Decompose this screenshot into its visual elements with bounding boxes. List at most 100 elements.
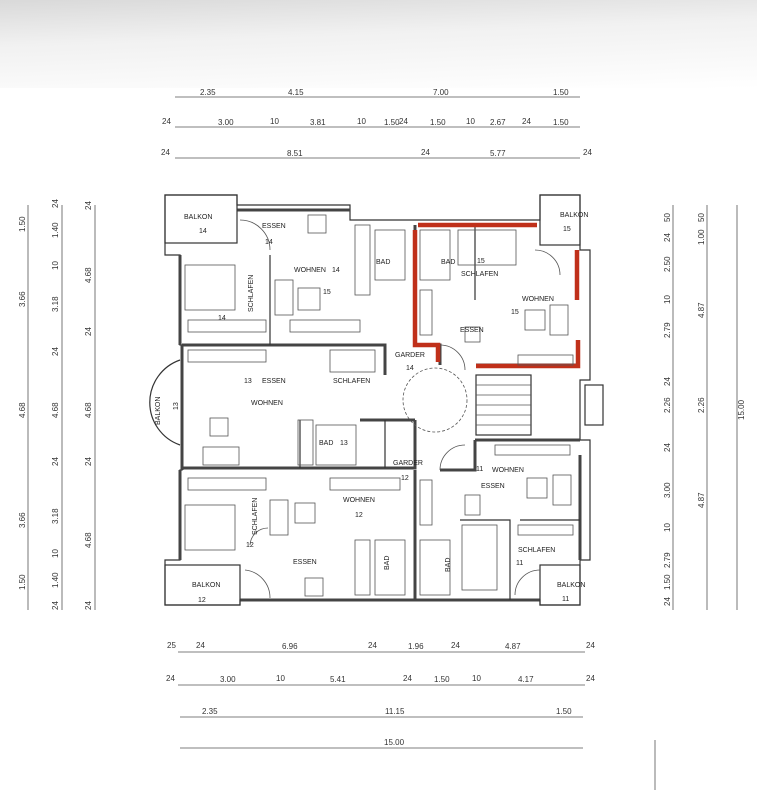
room-label-schlafen-13: SCHLAFEN [333,378,370,385]
room-label-balkon-13: BALKON [155,397,162,425]
room-labels: BALKON 14 ESSEN 14 WOHNEN 14 15 SCHLAFEN… [155,212,588,604]
dim-label: 24 [451,641,460,650]
dim-label: 3.66 [18,512,27,528]
dim-label: 4.68 [84,402,93,418]
room-label-bad-13: BAD [319,440,333,447]
unit-number: 15 [563,226,571,233]
dim-label: 4.17 [518,675,534,684]
room-label-essen-15: ESSEN [460,327,484,334]
dim-label: 1.00 [697,229,706,245]
dim-label: 3.18 [51,296,60,312]
dim-label: 10 [472,674,481,683]
dim-label: 24 [368,641,377,650]
dim-label: 24 [51,347,60,356]
dim-label: 2.67 [490,118,506,127]
dim-label: 24 [161,148,170,157]
dim-label: 24 [166,674,175,683]
dim-label: 1.50 [18,216,27,232]
dim-label: 1.50 [553,88,569,97]
dim-label: 24 [51,199,60,208]
unit-number: 14 [406,365,414,372]
unit-number: 12 [246,542,254,549]
unit-number: 11 [562,596,569,603]
unit-number: 13 [173,402,180,410]
dim-label: 2.35 [200,88,216,97]
unit-number: 15 [477,258,485,265]
dim-label: 24 [84,201,93,210]
dim-label: 10 [270,117,279,126]
dim-label: 25 [167,641,176,650]
unit-number: 13 [244,378,252,385]
dim-label: 24 [84,601,93,610]
dim-label: 11.15 [385,707,405,716]
room-label-wohnen-14: WOHNEN [294,267,326,274]
dim-label: 2.26 [663,397,672,413]
dim-label: 10 [663,523,672,532]
room-label-wohnen-13: WOHNEN [251,400,283,407]
dim-label: 15.00 [384,738,405,747]
dim-label: 3.18 [51,508,60,524]
dim-label: 24 [663,443,672,452]
dim-label: 24 [586,674,595,683]
dim-label: 24 [403,674,412,683]
room-label-essen-14: ESSEN [262,223,286,230]
dim-label: 24 [399,117,408,126]
room-label-garder-14: GARDER [395,352,425,359]
dim-label: 10 [276,674,285,683]
dim-label: 4.87 [697,302,706,318]
dim-label: 2.26 [697,397,706,413]
unit-number: 15 [511,309,519,316]
dim-label: 4.68 [84,267,93,283]
dim-label: 4.15 [288,88,304,97]
dim-label: 1.40 [51,222,60,238]
dim-label: 2.79 [663,322,672,338]
dim-label: 6.96 [282,642,298,651]
dim-label: 1.50 [18,574,27,590]
dim-label: 24 [84,327,93,336]
dim-label: 4.68 [18,402,27,418]
bottom-dimensions: 25 24 6.96 24 1.96 24 4.87 24 24 3.00 10… [166,641,595,747]
room-label-bad-15: BAD [441,259,455,266]
dim-label: 24 [196,641,205,650]
unit-number: 14 [218,315,226,322]
dim-label: 24 [421,148,430,157]
dim-label: 50 [697,213,706,222]
dim-label: 1.50 [553,118,569,127]
room-label-essen-11: ESSEN [481,483,505,490]
dim-label: 2.50 [663,256,672,272]
dim-label: 24 [51,457,60,466]
dim-label: 24 [162,117,171,126]
room-label-wohnen-11: WOHNEN [492,467,524,474]
room-label-bad-12: BAD [384,556,391,570]
unit-number: 13 [340,440,348,447]
dim-label: 7.00 [433,88,449,97]
room-label-wohnen-15: WOHNEN [522,296,554,303]
right-dimensions: 50 24 2.50 10 2.79 24 2.26 24 3.00 10 2.… [663,213,746,606]
room-label-bad-11: BAD [445,558,452,572]
room-label-balkon-12: BALKON [192,582,220,589]
unit-number: 12 [401,475,409,482]
dim-label: 1.50 [434,675,450,684]
room-label-bad-14: BAD [376,259,390,266]
dim-label: 3.00 [220,675,236,684]
unit-number: 12 [198,597,206,604]
dim-label: 3.81 [310,118,326,127]
dim-label: 1.50 [384,118,400,127]
unit-number: 12 [355,512,363,519]
dim-label: 10 [51,549,60,558]
room-label-essen-13: ESSEN [262,378,286,385]
dim-label: 1.50 [663,574,672,590]
dim-label: 24 [84,457,93,466]
dim-label: 5.41 [330,675,346,684]
dim-label: 3.66 [18,291,27,307]
dim-label: 1.50 [556,707,572,716]
scan-edge-shadow [0,0,757,88]
room-label-balkon-11: BALKON [557,582,585,589]
unit-number: 14 [332,267,340,274]
dim-label: 15.00 [737,399,746,420]
room-label-wohnen-12: WOHNEN [343,497,375,504]
left-dimensions: 1.50 3.66 4.68 3.66 1.50 24 1.40 10 3.18… [18,199,93,610]
dim-label: 4.87 [697,492,706,508]
dim-label: 24 [522,117,531,126]
